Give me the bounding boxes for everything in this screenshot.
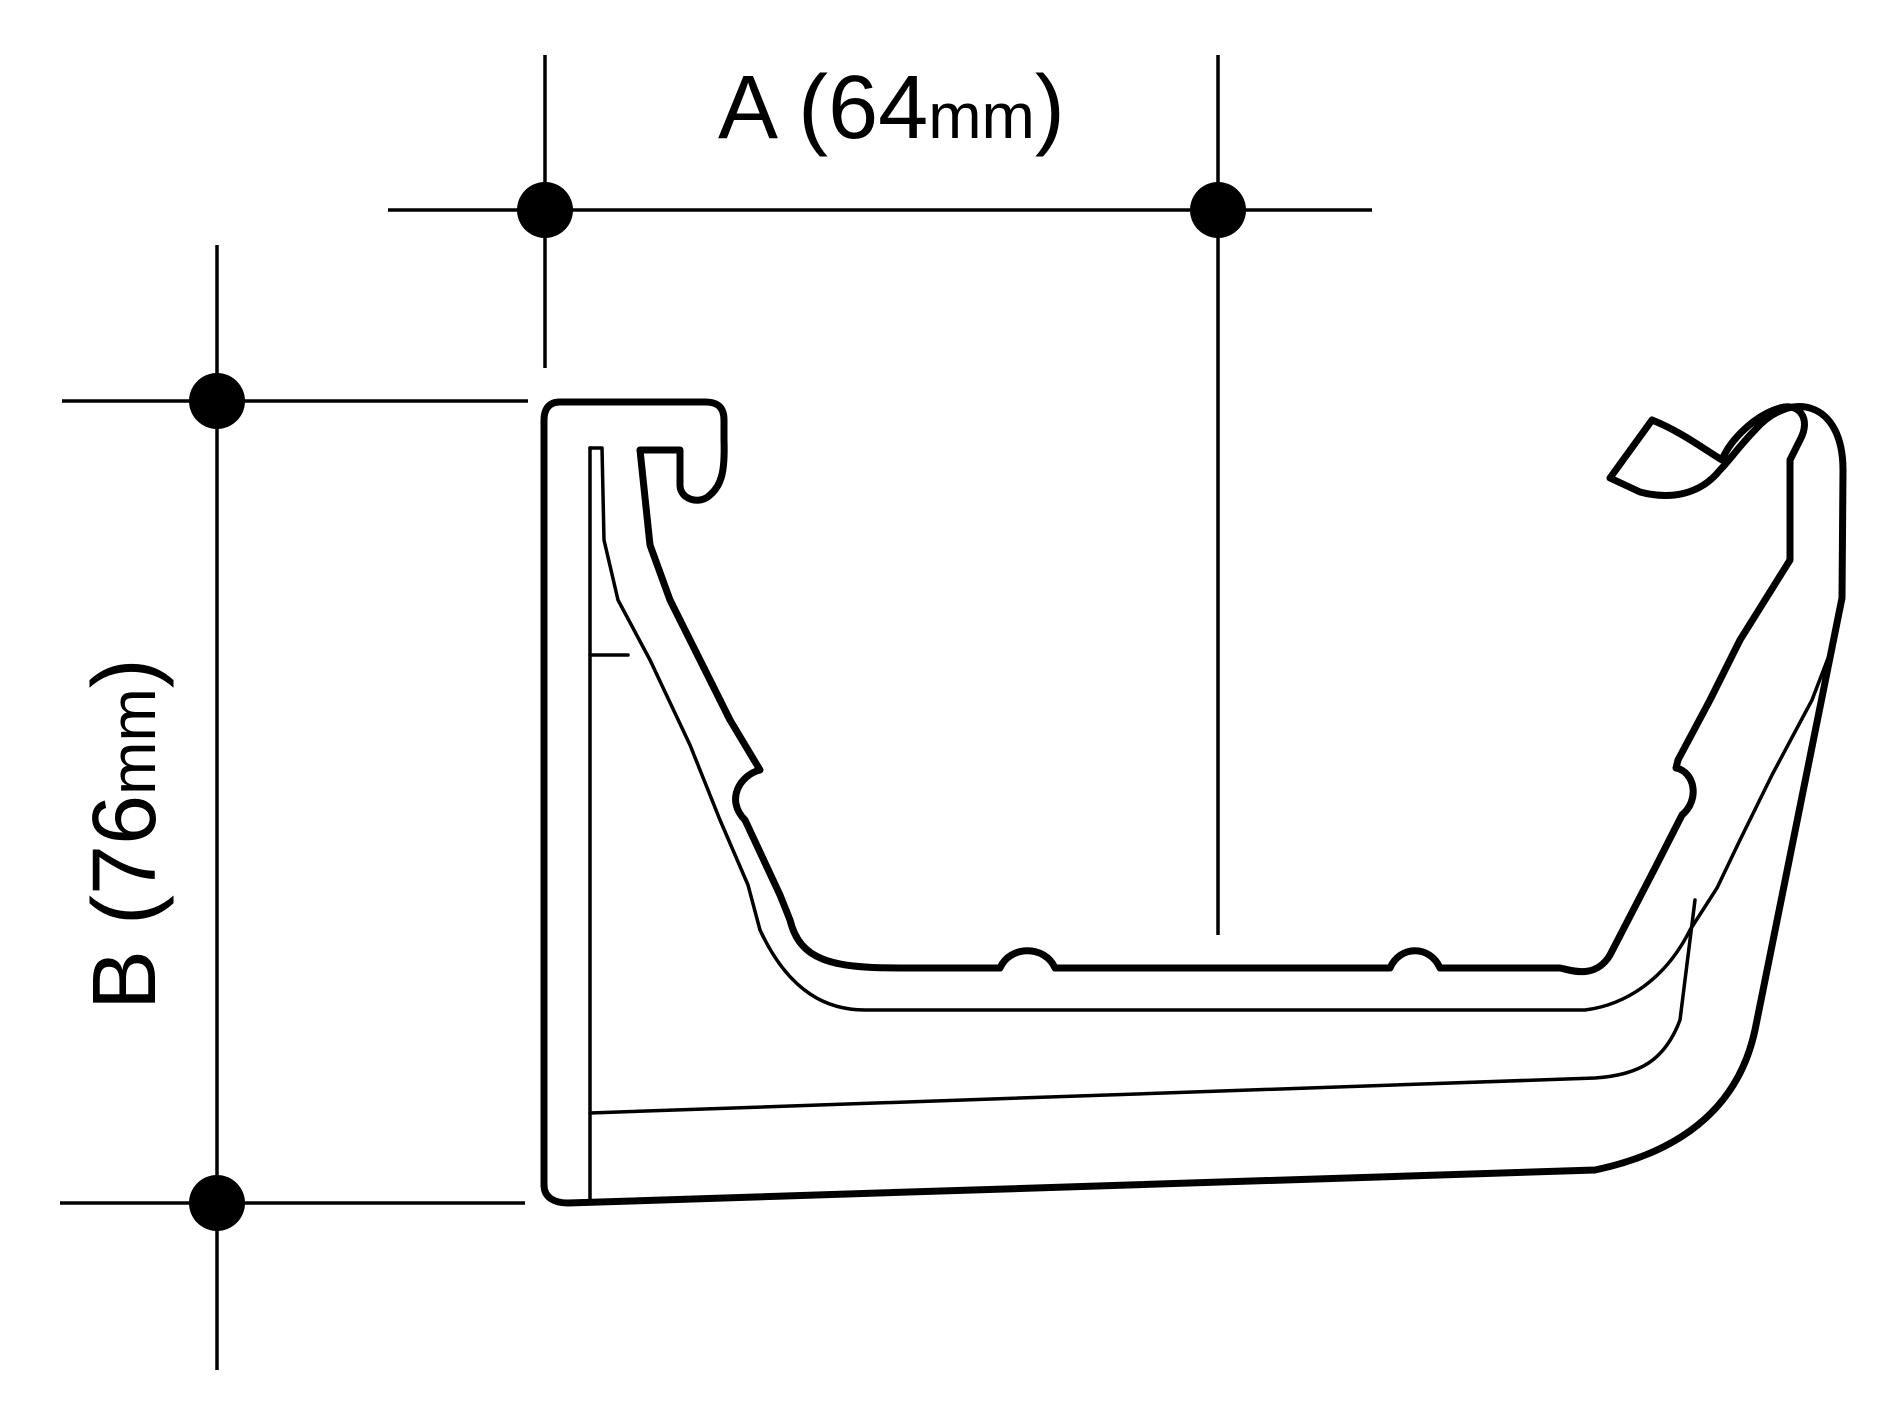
gutter-outer-outline <box>540 398 1847 1207</box>
dimension-b-label: B (76mm) <box>75 658 175 1010</box>
dimension-b-dot-top <box>189 373 245 429</box>
dimension-a-paren-open: ( <box>798 58 828 158</box>
gutter-profile <box>540 398 1847 1207</box>
dimension-a-dot-left <box>517 182 573 238</box>
dimension-a: A (64mm) <box>388 55 1372 935</box>
dimension-b-value: 76 <box>75 795 175 895</box>
gutter-sole-line <box>588 898 1697 1115</box>
dimension-a-unit: mm <box>928 80 1035 152</box>
dimension-a-paren-close: ) <box>1035 58 1065 158</box>
dimension-a-letter: A <box>718 58 778 158</box>
dimension-b-letter: B <box>75 950 175 1010</box>
dimension-b: B (76mm) <box>60 245 528 1370</box>
gutter-inner-skin <box>588 446 1842 1012</box>
dimension-a-value: 64 <box>828 58 928 158</box>
dimension-b-unit: mm <box>97 688 169 795</box>
dimension-b-dot-bottom <box>189 1175 245 1231</box>
dimension-a-dot-right <box>1190 182 1246 238</box>
dimension-a-label: A (64mm) <box>718 58 1065 158</box>
dimension-b-paren-open: ( <box>75 895 175 925</box>
dimension-b-paren-close: ) <box>75 658 175 688</box>
